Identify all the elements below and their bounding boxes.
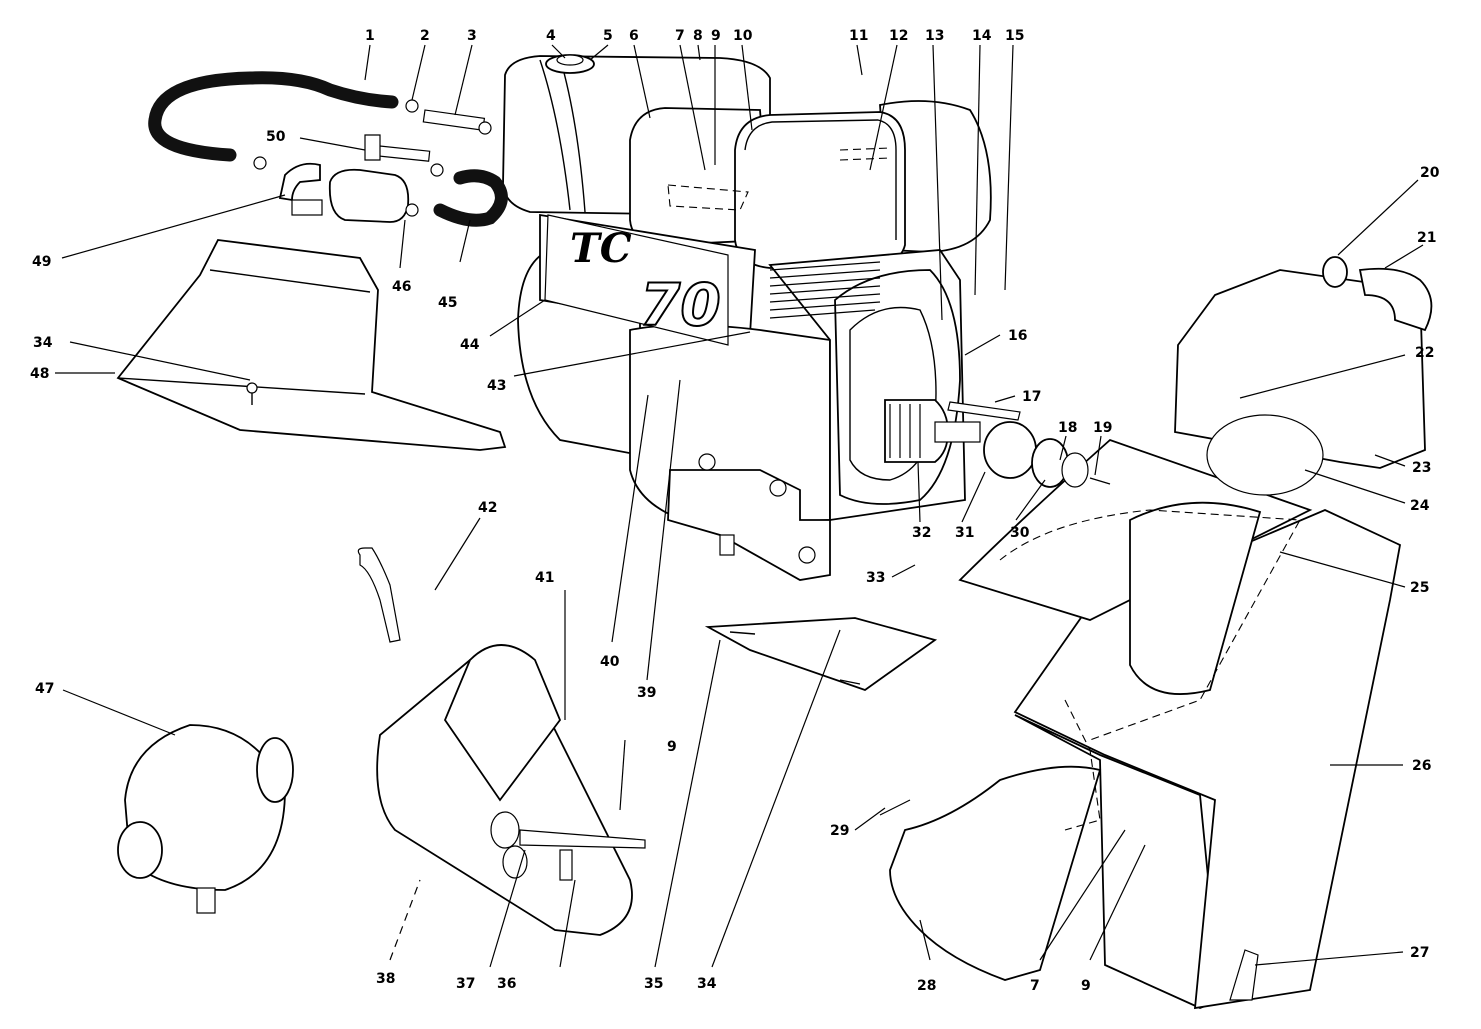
engine-assembly: TC 70 bbox=[502, 54, 992, 581]
callout-49: 49 bbox=[32, 254, 51, 270]
callout-33: 33 bbox=[866, 570, 885, 586]
callout-36: 36 bbox=[497, 976, 516, 992]
callout-20: 20 bbox=[1420, 165, 1440, 181]
callout-30: 30 bbox=[1010, 525, 1030, 541]
callout-14: 14 bbox=[972, 28, 992, 44]
callout-32: 32 bbox=[912, 525, 931, 541]
callout-47: 47 bbox=[35, 681, 54, 697]
callout-38: 38 bbox=[376, 971, 395, 987]
callout-29: 29 bbox=[830, 823, 849, 839]
fuel-hose-upper bbox=[148, 71, 399, 162]
callout-48: 48 bbox=[30, 366, 49, 382]
callout-18: 18 bbox=[1058, 420, 1077, 436]
callout-1: 1 bbox=[365, 28, 375, 44]
belt-guard bbox=[958, 438, 1402, 1010]
callout-34-lower: 34 bbox=[697, 976, 717, 992]
callout-45: 45 bbox=[438, 295, 457, 311]
model-decal: TC 70 bbox=[544, 214, 729, 346]
left-deflector-shield bbox=[116, 239, 507, 451]
mounting-plate bbox=[704, 617, 938, 692]
callout-24: 24 bbox=[1410, 498, 1430, 514]
callout-6: 6 bbox=[629, 28, 639, 44]
callout-31: 31 bbox=[955, 525, 974, 541]
callout-9: 9 bbox=[711, 28, 721, 44]
callout-2: 2 bbox=[420, 28, 430, 44]
callout-15: 15 bbox=[1005, 28, 1024, 44]
callout-12: 12 bbox=[889, 28, 908, 44]
callout-11: 11 bbox=[849, 28, 868, 44]
callout-41: 41 bbox=[535, 570, 554, 586]
cylinder-fins bbox=[769, 261, 881, 319]
pulley-assembly bbox=[884, 399, 1111, 488]
callout-50: 50 bbox=[266, 129, 286, 145]
callout-9-muffler: 9 bbox=[667, 739, 677, 755]
air-cleaner-element bbox=[117, 724, 294, 914]
callout-7-lower: 7 bbox=[1030, 978, 1040, 994]
callout-28: 28 bbox=[917, 978, 936, 994]
callout-25: 25 bbox=[1410, 580, 1429, 596]
fuel-filter bbox=[328, 168, 419, 223]
callout-35: 35 bbox=[644, 976, 663, 992]
callout-40: 40 bbox=[600, 654, 620, 670]
air-cleaner-housing bbox=[629, 100, 992, 269]
callout-16: 16 bbox=[1008, 328, 1027, 344]
lower-belt-shield bbox=[889, 699, 1102, 981]
callout-22: 22 bbox=[1415, 345, 1434, 361]
callout-21: 21 bbox=[1417, 230, 1436, 246]
callout-34: 34 bbox=[33, 335, 53, 351]
air-tube-assembly bbox=[1174, 256, 1433, 496]
callout-23: 23 bbox=[1412, 460, 1431, 476]
muffler-assembly bbox=[357, 547, 646, 936]
callout-8: 8 bbox=[693, 28, 703, 44]
callout-labels: 1 2 3 4 5 6 7 8 9 10 11 12 13 14 15 16 1… bbox=[30, 28, 1440, 994]
callout-26: 26 bbox=[1412, 758, 1431, 774]
callout-19: 19 bbox=[1093, 420, 1112, 436]
callout-27: 27 bbox=[1410, 945, 1429, 961]
callout-5: 5 bbox=[603, 28, 613, 44]
callout-10: 10 bbox=[733, 28, 753, 44]
callout-46: 46 bbox=[392, 279, 411, 295]
callout-13: 13 bbox=[925, 28, 944, 44]
fuel-hose-lower bbox=[433, 169, 508, 227]
leader-lines bbox=[55, 44, 1424, 968]
callout-43: 43 bbox=[487, 378, 506, 394]
callout-17: 17 bbox=[1022, 389, 1041, 405]
callout-42: 42 bbox=[478, 500, 497, 516]
callout-44: 44 bbox=[460, 337, 480, 353]
callout-7: 7 bbox=[675, 28, 685, 44]
callout-3: 3 bbox=[467, 28, 477, 44]
fuel-line-assembly bbox=[148, 71, 508, 227]
callout-4: 4 bbox=[546, 28, 556, 44]
callout-37: 37 bbox=[456, 976, 475, 992]
decal-model: 70 bbox=[640, 271, 721, 339]
decal-brand: TC bbox=[570, 225, 632, 272]
callout-9-lower: 9 bbox=[1081, 978, 1091, 994]
callout-39: 39 bbox=[637, 685, 656, 701]
